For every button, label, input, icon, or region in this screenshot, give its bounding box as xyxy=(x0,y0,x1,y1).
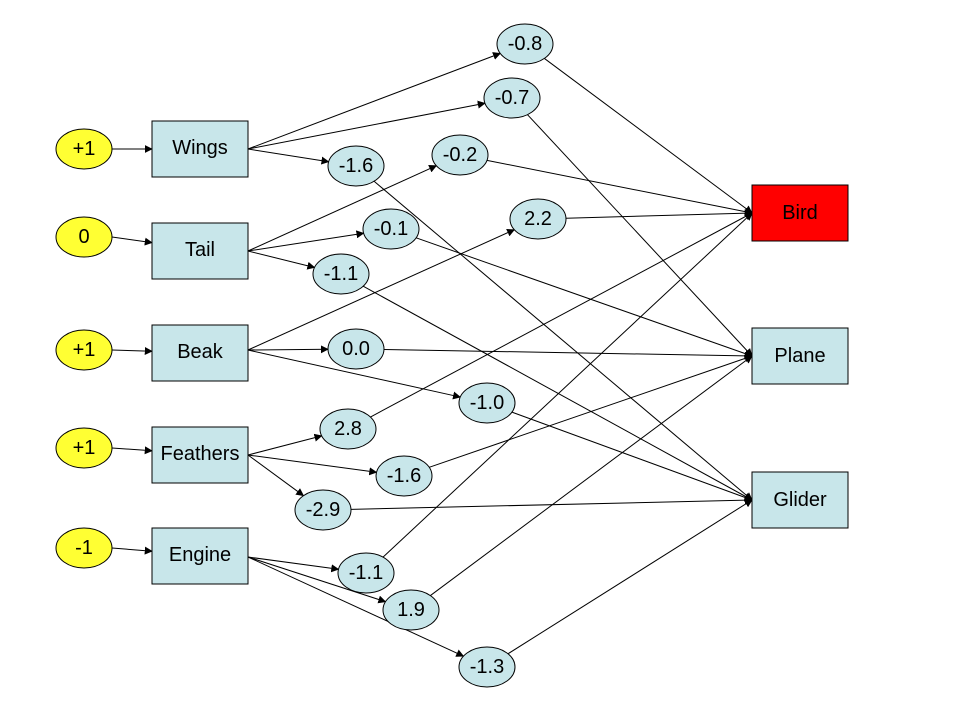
feathers-to-w_feathers_glider-arrow xyxy=(247,454,305,497)
beak-to-w_beak_glider-arrow xyxy=(247,349,462,400)
weight-value-label: 1.9 xyxy=(397,599,425,621)
weight-value-label: -1.0 xyxy=(470,392,504,414)
weight-value-label: -0.8 xyxy=(508,33,542,55)
weight-value-label: -1.1 xyxy=(349,562,383,584)
wings-to-w_wings_plane-arrow xyxy=(247,100,486,150)
input-to-feathers-arrow xyxy=(111,446,153,455)
w_tail_glider-to-glider-arrow xyxy=(362,285,753,501)
output-box-plane xyxy=(751,327,849,385)
w_wings_glider-to-glider-arrow xyxy=(373,180,753,501)
weight-value-label: -1.6 xyxy=(339,155,373,177)
weight-value-label: 2.2 xyxy=(524,208,552,230)
feature-box-engine xyxy=(151,527,249,585)
input-to-engine-arrow xyxy=(111,546,153,555)
weight-node xyxy=(382,589,440,631)
input-node-in_feathers xyxy=(55,427,113,469)
tail-to-w_tail_plane-arrow xyxy=(247,230,365,252)
weight-node xyxy=(319,408,377,450)
feature-box-tail xyxy=(151,222,249,280)
wings-to-w_wings_bird-arrow xyxy=(247,52,502,150)
weight-value-label: -0.1 xyxy=(374,218,408,240)
input-value-label: +1 xyxy=(73,339,96,361)
feature-box-feathers xyxy=(151,426,249,484)
weight-value-label: -0.7 xyxy=(495,87,529,109)
beak-to-w_beak_plane-arrow xyxy=(247,345,329,354)
w_engine_plane-to-plane-arrow xyxy=(430,355,753,596)
input-value-label: -1 xyxy=(75,537,93,559)
beak-to-w_beak_bird-arrow xyxy=(247,229,516,351)
weight-node xyxy=(483,77,541,119)
weight-value-label: -1.1 xyxy=(324,263,358,285)
input-to-tail-arrow xyxy=(111,236,153,246)
weight-node xyxy=(362,208,420,250)
w_wings_plane-to-plane-arrow xyxy=(527,114,753,357)
w_beak_glider-to-glider-arrow xyxy=(511,411,753,502)
feature-box-wings xyxy=(151,120,249,178)
input-node-in_wings xyxy=(55,128,113,170)
weight-node xyxy=(294,489,352,531)
w_feathers_plane-to-plane-arrow xyxy=(429,354,753,468)
input-node-in_engine xyxy=(55,527,113,569)
weight-value-label: -2.9 xyxy=(306,499,340,521)
input-to-beak-arrow xyxy=(111,346,153,355)
weight-value-label: -1.6 xyxy=(387,465,421,487)
w_feathers_glider-to-glider-arrow xyxy=(350,496,753,510)
weight-node xyxy=(431,134,489,176)
feature-label-tail: Tail xyxy=(185,239,215,261)
input-value-label: +1 xyxy=(73,437,96,459)
w_engine_bird-to-bird-arrow xyxy=(382,212,753,558)
weight-node xyxy=(375,455,433,497)
engine-to-w_engine_plane-arrow xyxy=(247,556,387,604)
w_beak_plane-to-plane-arrow xyxy=(383,348,753,360)
w_beak_bird-to-bird-arrow xyxy=(565,209,753,219)
weight-node xyxy=(327,328,385,370)
input-node-in_tail xyxy=(55,216,113,258)
weight-node xyxy=(458,382,516,424)
feature-label-engine: Engine xyxy=(169,544,231,566)
weight-value-label: -0.2 xyxy=(443,144,477,166)
w_tail_bird-to-bird-arrow xyxy=(486,159,753,216)
feature-box-beak xyxy=(151,324,249,382)
weight-value-label: -1.3 xyxy=(470,656,504,678)
input-node-in_beak xyxy=(55,329,113,371)
input-value-label: +1 xyxy=(73,138,96,160)
connection-lines xyxy=(111,52,753,657)
input-value-label: 0 xyxy=(78,226,89,248)
output-box-glider xyxy=(751,471,849,529)
weight-value-label: 0.0 xyxy=(342,338,370,360)
wings-to-w_wings_glider-arrow xyxy=(247,148,330,165)
output-label-glider: Glider xyxy=(773,489,827,511)
tail-to-w_tail_bird-arrow xyxy=(247,165,438,252)
output-label-bird: Bird xyxy=(782,202,818,224)
w_feathers_bird-to-bird-arrow xyxy=(370,212,753,418)
output-box-bird xyxy=(751,184,849,242)
weight-node xyxy=(327,145,385,187)
weight-node xyxy=(496,23,554,65)
weight-value-label: 2.8 xyxy=(334,418,362,440)
feature-label-wings: Wings xyxy=(172,137,228,159)
weight-node xyxy=(458,646,516,688)
weight-node xyxy=(509,198,567,240)
engine-to-w_engine_bird-arrow xyxy=(247,556,340,573)
w_tail_plane-to-plane-arrow xyxy=(415,237,753,358)
feathers-to-w_feathers_plane-arrow xyxy=(247,454,378,476)
feature-label-beak: Beak xyxy=(177,341,224,363)
feathers-to-w_feathers_bird-arrow xyxy=(247,433,323,456)
engine-to-w_engine_glider-arrow xyxy=(247,556,465,657)
output-label-plane: Plane xyxy=(774,345,825,367)
feature-label-feathers: Feathers xyxy=(161,443,240,465)
tail-to-w_tail_glider-arrow xyxy=(247,250,316,270)
w_wings_bird-to-bird-arrow xyxy=(544,58,753,214)
weight-node xyxy=(312,253,370,295)
w_engine_glider-to-glider-arrow xyxy=(507,499,753,655)
weight-node xyxy=(337,552,395,594)
